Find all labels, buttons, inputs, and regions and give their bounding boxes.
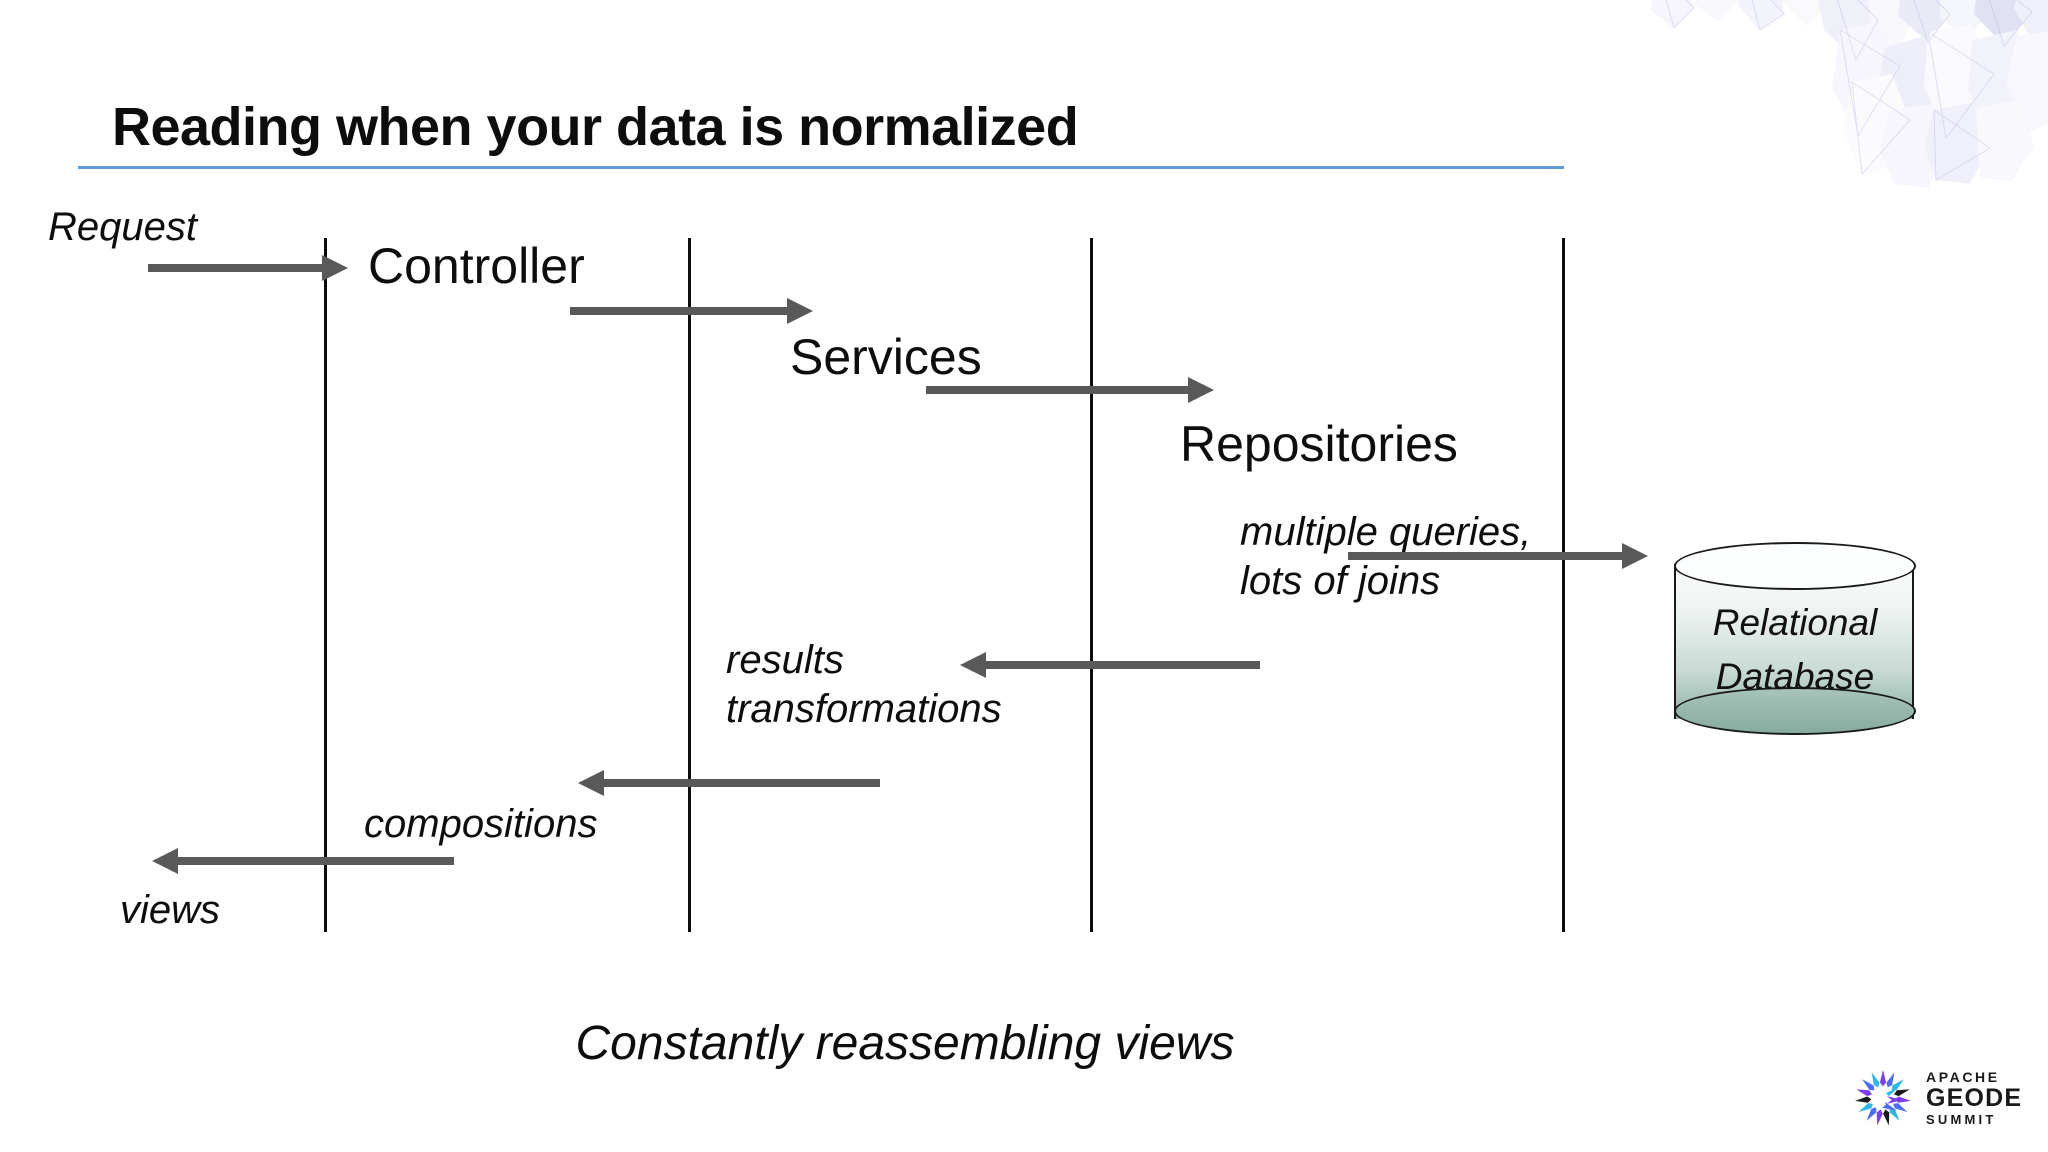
geode-burst-icon — [1855, 1069, 1911, 1126]
message-label-results-line1: results — [726, 638, 844, 682]
lifeline-services — [688, 238, 691, 932]
message-label-compositions: compositions — [364, 802, 598, 846]
actor-label-controller: Controller — [368, 238, 585, 294]
lifeline-database — [1562, 238, 1565, 932]
database-node-label-line1: Relational — [1712, 602, 1878, 643]
arrow-database-to-repositories — [960, 652, 1260, 678]
arrow-controller-to-services — [570, 298, 813, 324]
arrow-services-to-repositories — [926, 377, 1214, 403]
message-label-request: Request — [48, 205, 197, 249]
lifeline-controller — [324, 238, 327, 932]
message-label-multiple-queries-line1: multiple queries, — [1240, 510, 1532, 554]
message-label-results-transformations: results transformations — [726, 636, 1002, 734]
message-label-results-line2: transformations — [726, 686, 1002, 731]
slide-caption: Constantly reassembling views — [575, 1017, 1235, 1070]
logo-wordmark: APACHE GEODE SUMMIT — [1926, 1070, 2022, 1126]
database-cylinder-top — [1674, 542, 1916, 590]
message-label-multiple-queries-line2: lots of joins — [1240, 558, 1441, 603]
arrow-controller-to-client — [152, 848, 454, 874]
arrow-repositories-to-database — [1348, 543, 1648, 569]
database-node-label-line2: Database — [1715, 655, 1875, 697]
lifeline-repositories — [1090, 238, 1093, 932]
logo-text-apache: APACHE — [1926, 1069, 2000, 1085]
message-label-views: views — [120, 888, 221, 932]
actor-label-services: Services — [790, 329, 982, 385]
database-cylinder-bottom — [1674, 687, 1916, 735]
database-node-label: Relational Database — [1674, 596, 1916, 703]
actor-label-repositories: Repositories — [1180, 416, 1458, 472]
message-label-multiple-queries: multiple queries, lots of joins — [1240, 508, 1531, 606]
arrow-services-to-controller — [578, 770, 880, 796]
apache-geode-summit-logo: APACHE GEODE SUMMIT — [1852, 1062, 2032, 1134]
arrow-request-to-controller — [148, 255, 348, 281]
page-title: Reading when your data is normalized — [112, 97, 1079, 157]
title-underline-rule — [78, 166, 1564, 169]
logo-text-summit: SUMMIT — [1926, 1112, 1997, 1127]
logo-text-geode: GEODE — [1926, 1084, 2023, 1112]
database-node: Relational Database — [1674, 542, 1916, 742]
